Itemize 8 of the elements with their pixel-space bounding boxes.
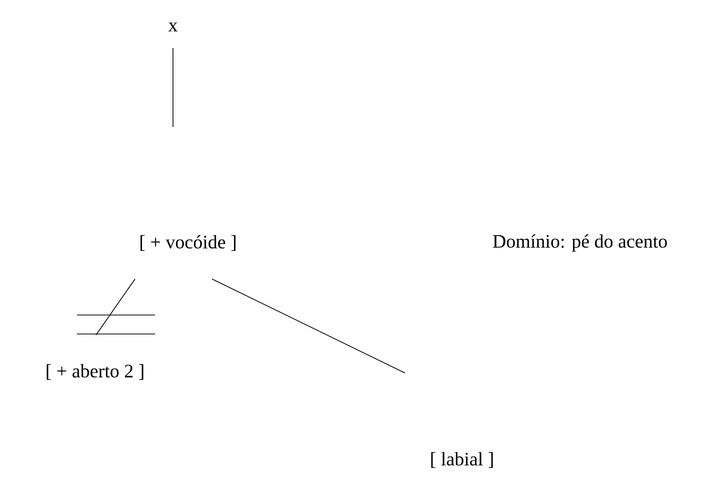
association-line xyxy=(96,278,136,336)
feature-label: [ + aberto 2 ] xyxy=(46,364,144,380)
feature-label: x xyxy=(168,22,178,32)
association-line xyxy=(172,48,174,128)
feature-label: [ + vocóide ] xyxy=(140,235,236,251)
feature-label: [ labial ] xyxy=(431,452,493,468)
association-line xyxy=(212,278,406,374)
domain-note: Domínio: pé do acento xyxy=(492,234,667,252)
